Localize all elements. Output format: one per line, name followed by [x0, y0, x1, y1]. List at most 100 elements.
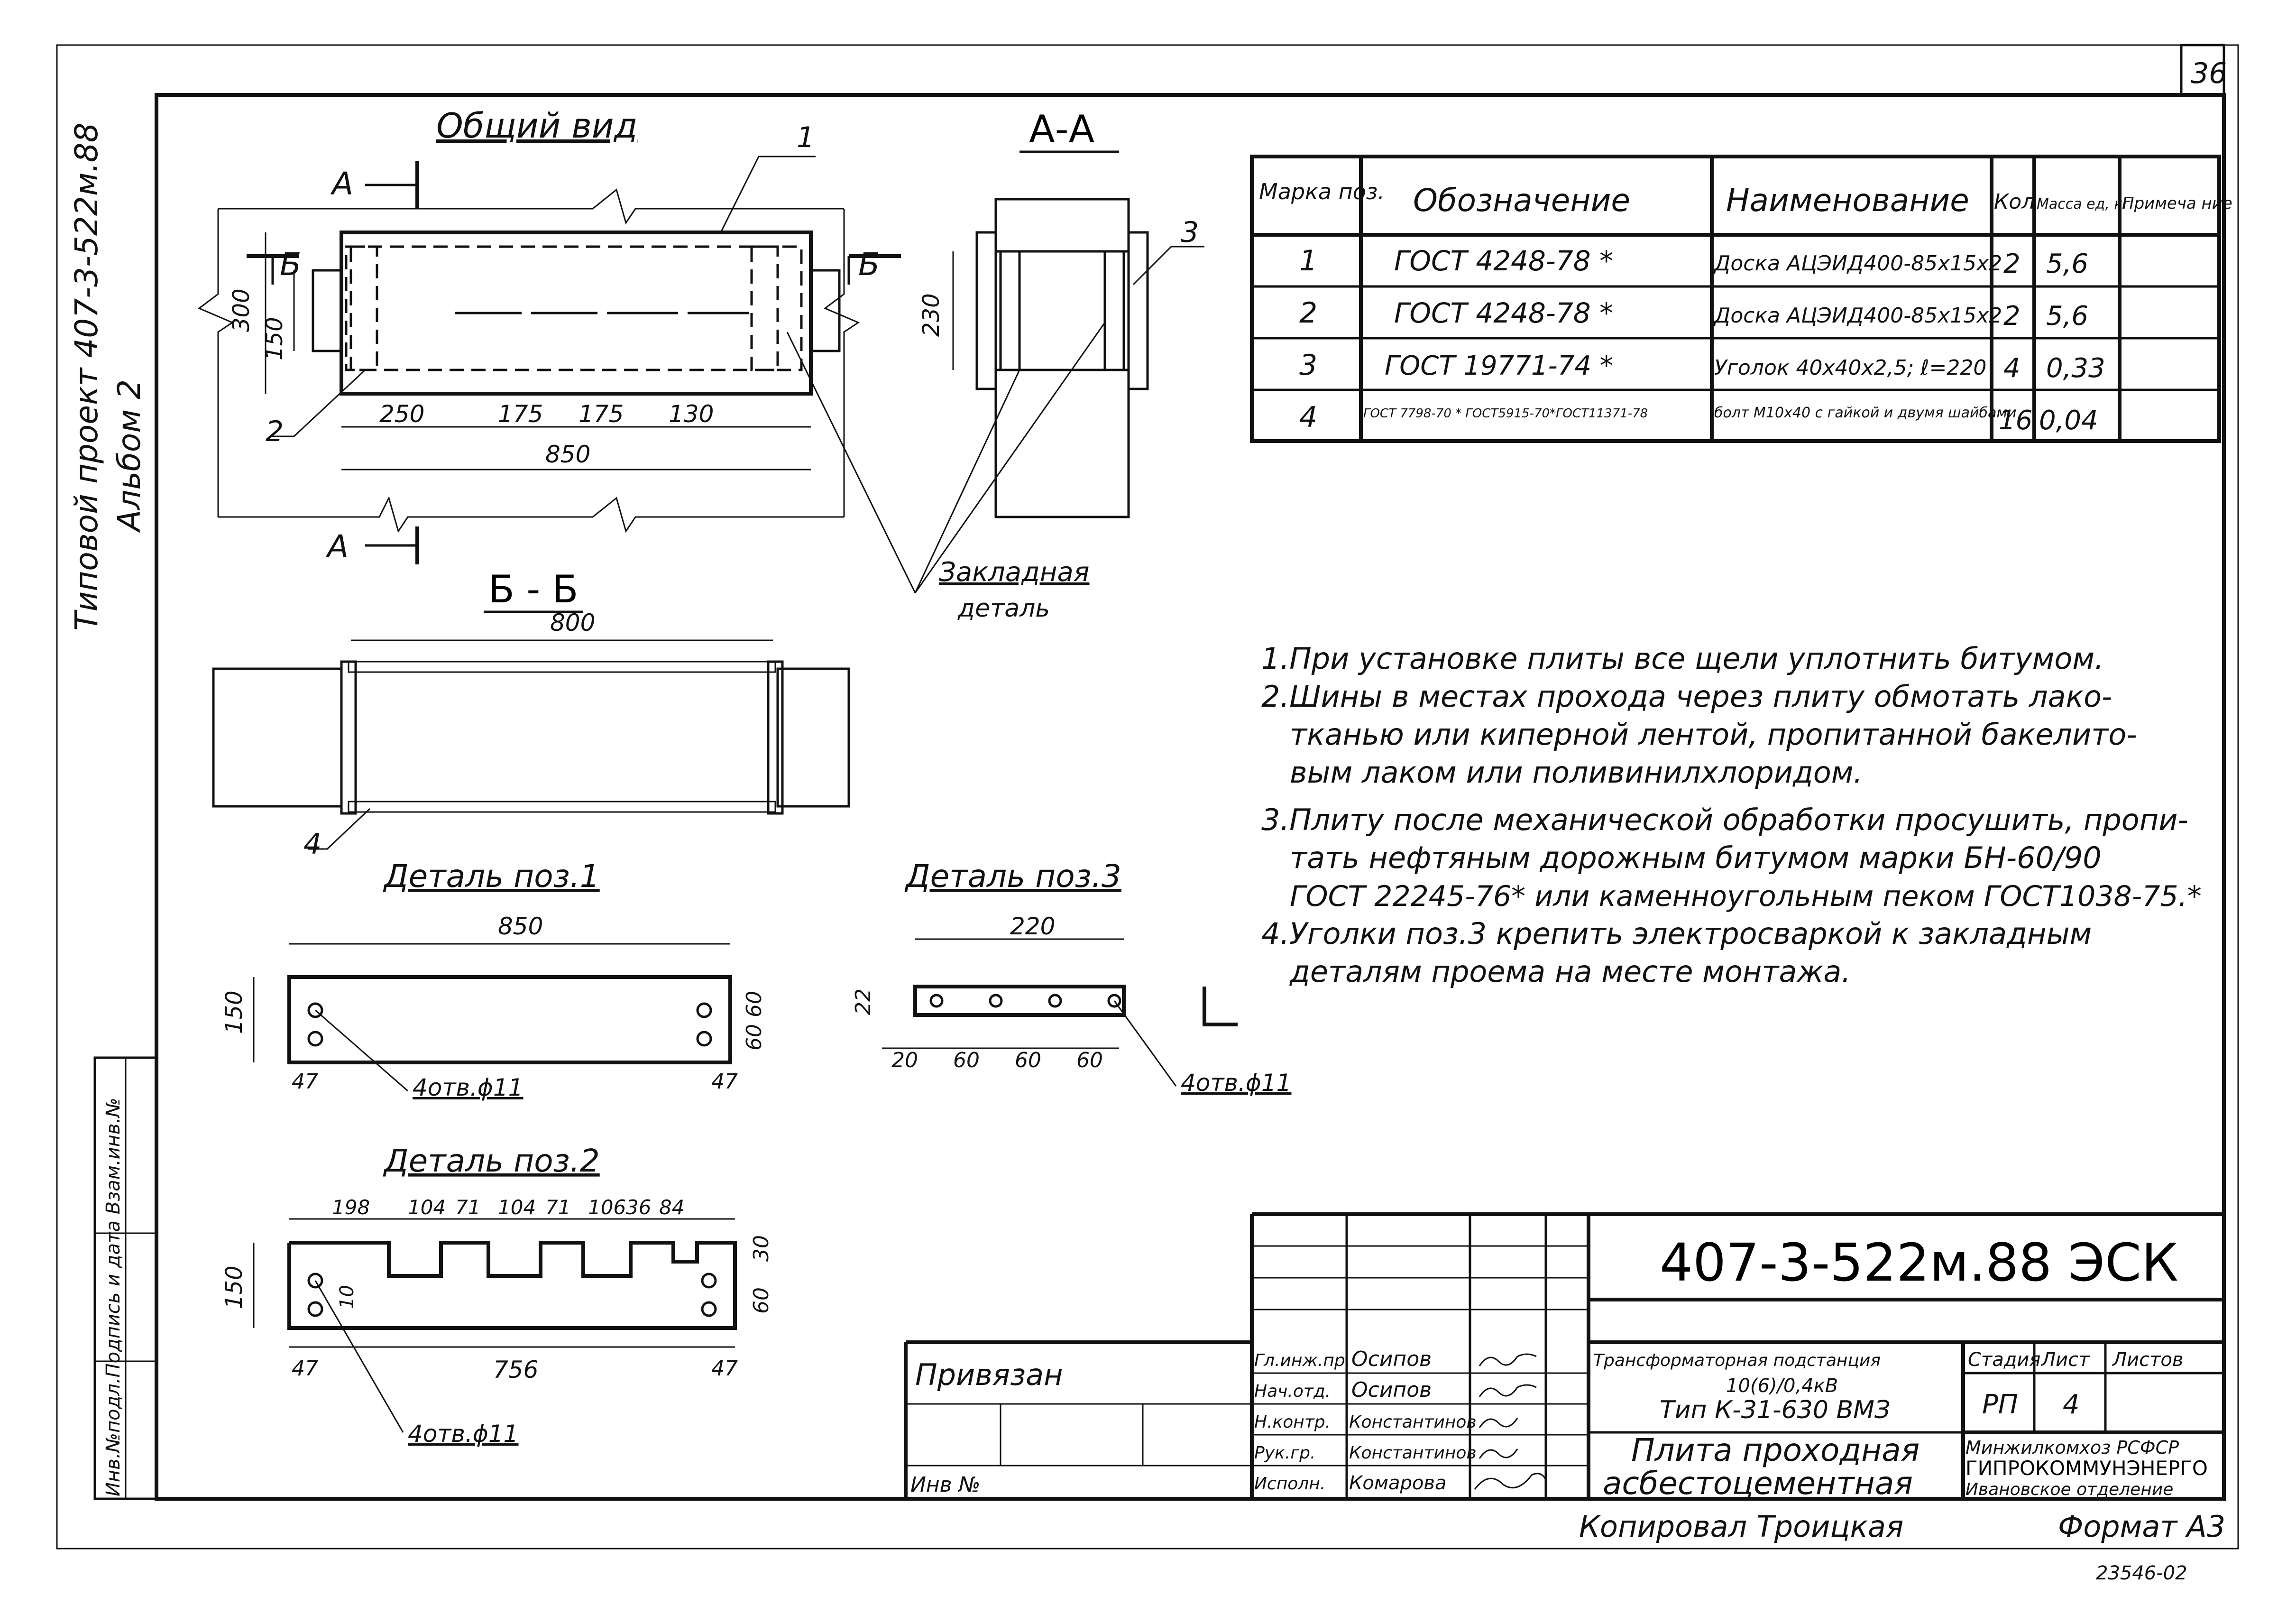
callout-1: 1	[797, 121, 815, 154]
d2-dim-47a: 47	[292, 1356, 318, 1381]
org-1: Минжилкомхоз РСФСР	[1965, 1437, 2179, 1458]
dim-230: 230	[918, 293, 945, 337]
side-title-project: Типовой проект 407-3-522м.88	[68, 122, 105, 631]
inner-frame	[155, 93, 2226, 1501]
row3-mark: 3	[1299, 349, 1317, 382]
callout-4: 4	[303, 828, 321, 861]
row3-mass: 0,33	[2046, 353, 2105, 384]
row3-name: Уголок 40х40х2,5; ℓ=220	[1714, 356, 1986, 380]
section-aa-title: А-А	[1029, 107, 1095, 151]
row3-designation: ГОСТ 19771-74 *	[1385, 351, 1613, 381]
dim-300: 300	[228, 288, 255, 332]
d2-dim-5: 106	[588, 1196, 626, 1219]
note-line-8: 4.Уголки поз.3 крепить электросваркой к …	[1261, 916, 2092, 951]
role-5: Исполн.	[1254, 1474, 1325, 1494]
name-4: Константинов	[1349, 1443, 1477, 1463]
note-line-2: 2.Шины в местах прохода через плиту обмо…	[1261, 679, 2112, 714]
name-1: Осипов	[1351, 1347, 1432, 1371]
th-mass: Масса ед, кг	[2037, 196, 2131, 212]
d1-holes: 4отв.ϕ11	[413, 1074, 523, 1101]
row2-designation: ГОСТ 4248-78 *	[1394, 297, 1613, 329]
d2-dim-10: 10	[336, 1285, 358, 1309]
note-line-5: 3.Плиту после механической обработки про…	[1261, 803, 2188, 837]
detail-pos3: Деталь поз.3 220 22 20 60 60 60 4отв.ϕ11	[851, 858, 1292, 1097]
row4-mass: 0,04	[2039, 405, 2098, 436]
note-line-7: ГОСТ 22245-76* или каменноугольным пеком…	[1290, 880, 2202, 913]
d3-dim-60a: 60	[953, 1048, 980, 1072]
detail3-title: Деталь поз.3	[904, 858, 1121, 895]
d2-dim-7: 84	[659, 1196, 684, 1219]
dim-250: 250	[379, 400, 424, 428]
format: Формат А3	[2058, 1509, 2225, 1544]
archive-no: 23546-02	[2096, 1562, 2187, 1584]
d2-dim-756: 756	[493, 1356, 538, 1384]
dim-175a: 175	[498, 400, 543, 428]
privyazan: Привязан	[915, 1357, 1063, 1392]
embed-label-1: Закладная	[939, 557, 1090, 588]
sheet-value: 4	[2063, 1389, 2080, 1420]
org-2: ГИПРОКОММУНЭНЕРГО	[1965, 1457, 2208, 1480]
d2-dim-30: 30	[749, 1235, 773, 1262]
d2-dim-0: 198	[332, 1196, 370, 1219]
title-block: Привязан Инв № Гл.инж.пр. Осипов Нач.отд…	[904, 1212, 2224, 1502]
row2-name: Доска АЦЭИД400-85х15х2	[1713, 304, 2002, 328]
note-line-1: 1.При установке плиты все щели уплотнить…	[1261, 641, 2104, 676]
copied-by: Копировал Троицкая	[1579, 1509, 1903, 1544]
sheet-number-box	[2180, 44, 2225, 96]
d1-dim-47b: 47	[711, 1070, 738, 1094]
inv-no: Инв №	[910, 1473, 980, 1497]
d2-dim-60: 60	[749, 1287, 773, 1314]
d2-dim-1: 104	[408, 1196, 446, 1219]
section-mark-b-left: Б	[280, 246, 301, 283]
object-2: 10(6)/0,4кВ	[1726, 1375, 1838, 1397]
row2-mass: 5,6	[2046, 301, 2088, 332]
row4-designation: ГОСТ 7798-70 * ГОСТ5915-70*ГОСТ11371-78	[1363, 406, 1648, 421]
drawing-name-1: Плита проходная	[1631, 1432, 1919, 1468]
object-1: Трансформаторная подстанция	[1593, 1351, 1881, 1370]
row4-qty: 16	[1999, 405, 2032, 436]
d2-dim-2: 71	[455, 1196, 480, 1219]
dim-800: 800	[550, 609, 595, 637]
note-line-3: тканью или киперной лентой, пропитанной …	[1290, 717, 2137, 752]
drawing-name-2: асбестоцементная	[1603, 1465, 1913, 1502]
callout-2: 2	[266, 415, 284, 448]
d3-holes: 4отв.ϕ11	[1181, 1069, 1292, 1097]
side-stamp-text: Инв.№подл.Подпись и дата Взам.инв.№	[102, 1098, 124, 1496]
row2-qty: 2	[2003, 301, 2020, 332]
d1-dim-60a: 60	[742, 991, 766, 1017]
general-view-title: Общий вид	[436, 106, 637, 146]
d2-dim-3: 104	[498, 1196, 536, 1219]
row2-mark: 2	[1299, 296, 1317, 330]
d3-dim-22: 22	[851, 988, 875, 1015]
sheet-header: Лист	[2040, 1349, 2090, 1371]
section-aa: А-А 230 3 Закладная деталь	[786, 107, 1204, 623]
plate-hidden-board	[345, 245, 803, 371]
detail2-title: Деталь поз.2	[383, 1143, 600, 1179]
org-3: Ивановское отделение	[1965, 1480, 2173, 1499]
d3-dim-220: 220	[1010, 913, 1055, 940]
section-bb: Б - Б 800 4	[212, 567, 850, 861]
general-view: Общий вид А А Б Б 1 2 300	[198, 106, 901, 565]
section-mark-b-right: Б	[858, 246, 880, 283]
detail1-title: Деталь поз.1	[383, 858, 600, 895]
note-line-9: деталям проема на месте монтажа.	[1289, 954, 1851, 989]
side-title-album: Альбом 2	[111, 379, 147, 533]
d2-dim-150: 150	[221, 1265, 248, 1309]
sheet-number: 36	[2191, 57, 2227, 90]
d2-dim-47b: 47	[711, 1356, 738, 1381]
stage-header: Стадия	[1968, 1349, 2040, 1371]
th-mark: Марка поз.	[1259, 179, 1385, 204]
d3-dim-60b: 60	[1015, 1048, 1041, 1072]
row3-qty: 4	[2003, 353, 2020, 384]
name-2: Осипов	[1351, 1378, 1432, 1402]
role-2: Нач.отд.	[1254, 1382, 1331, 1401]
object-3: Тип К-31-630 ВМЗ	[1660, 1396, 1890, 1424]
dim-150: 150	[261, 317, 288, 360]
role-1: Гл.инж.пр.	[1254, 1351, 1350, 1370]
name-3: Константинов	[1349, 1412, 1477, 1432]
row1-mass: 5,6	[2046, 249, 2088, 279]
section-bb-title: Б - Б	[488, 567, 579, 611]
d1-dim-47a: 47	[292, 1070, 318, 1094]
role-4: Рук.гр.	[1254, 1443, 1315, 1463]
